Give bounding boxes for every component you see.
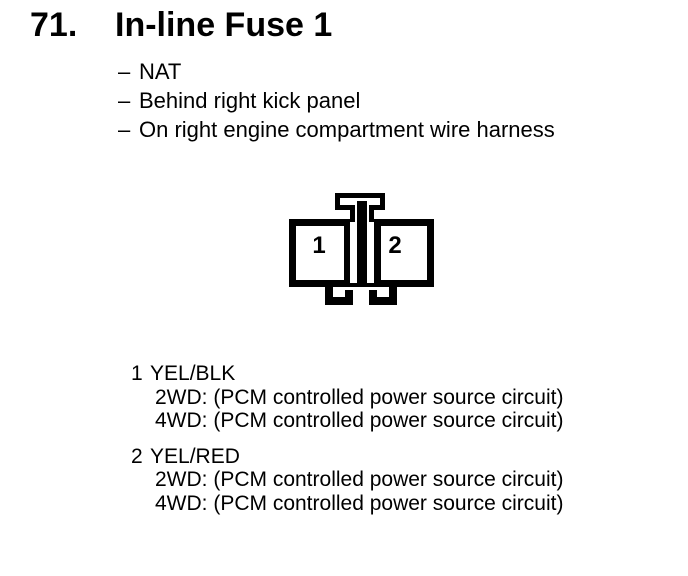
left-hook-wall: [325, 287, 333, 305]
pin-group-2: 2 YEL/RED 2WD: (PCM controlled power sour…: [131, 445, 563, 516]
note-item: –Behind right kick panel: [118, 86, 555, 115]
note-text: On right engine compartment wire harness: [139, 117, 555, 142]
pin-1-label: 1: [312, 232, 325, 259]
pin-detail-list: 1 YEL/BLK 2WD: (PCM controlled power sour…: [131, 362, 563, 515]
channel-right: [367, 220, 374, 283]
left-hook-base: [325, 297, 353, 305]
cavity-2: [381, 226, 427, 280]
pin-group-1: 1 YEL/BLK 2WD: (PCM controlled power sour…: [131, 362, 563, 433]
center-rib: [357, 201, 367, 283]
page-title: In-line Fuse 1: [115, 6, 333, 44]
section-header: 71. In-line Fuse 1: [30, 6, 332, 45]
location-notes: –NAT –Behind right kick panel –On right …: [118, 57, 555, 144]
right-hook-arm: [369, 290, 377, 299]
note-text: NAT: [139, 59, 182, 84]
right-hook-wall: [389, 287, 397, 305]
pin-number: 2: [131, 444, 143, 468]
pin-2-label: 2: [388, 232, 401, 259]
dash-bullet: –: [118, 117, 131, 142]
pin-circuit-line: 2WD: (PCM controlled power source circui…: [155, 468, 564, 491]
pin-circuit-line: 4WD: (PCM controlled power source circui…: [155, 491, 564, 515]
section-number: 71.: [30, 6, 78, 44]
pin-circuit-line: 4WD: (PCM controlled power source circui…: [155, 409, 564, 432]
pin-number: 1: [131, 362, 143, 385]
cavity-1: [296, 226, 344, 280]
note-item: –NAT: [118, 57, 555, 86]
note-item: –On right engine compartment wire harnes…: [118, 115, 555, 144]
right-hook-base: [369, 297, 397, 305]
wire-color: YEL/RED: [150, 444, 240, 468]
dash-bullet: –: [118, 59, 131, 84]
pin-circuit-line: 2WD: (PCM controlled power source circui…: [155, 385, 564, 409]
wire-color: YEL/BLK: [150, 362, 236, 385]
pin-head: 2 YEL/RED: [131, 445, 563, 469]
pin-head: 1 YEL/BLK: [131, 362, 563, 386]
left-hook-arm: [345, 290, 353, 299]
note-text: Behind right kick panel: [139, 88, 361, 113]
dash-bullet: –: [118, 88, 131, 113]
channel-left: [350, 220, 357, 283]
